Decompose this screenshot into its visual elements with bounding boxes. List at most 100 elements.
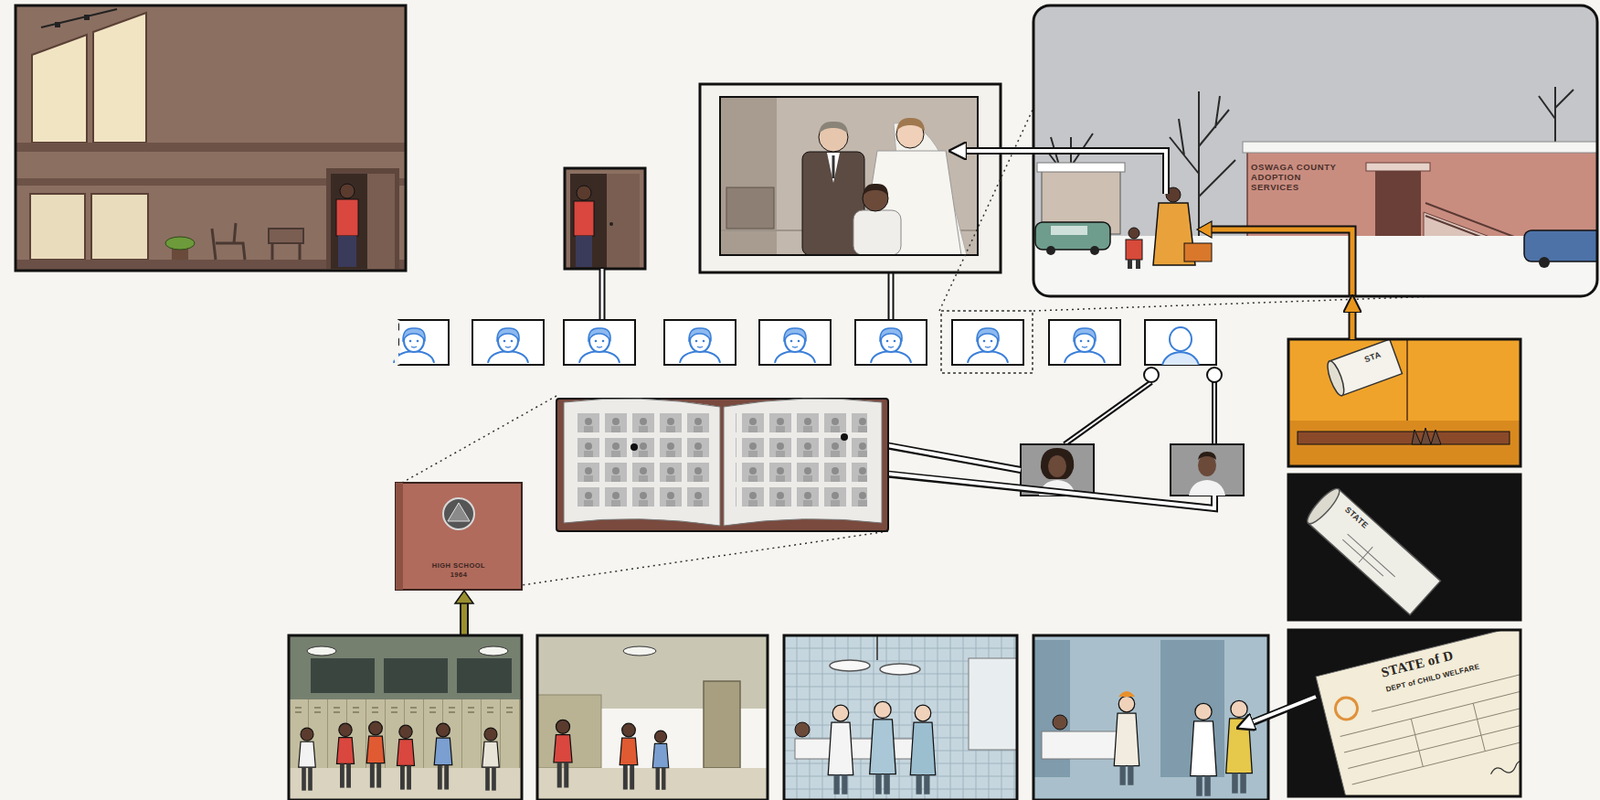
figure-shirt xyxy=(573,201,594,236)
panel-border xyxy=(1288,339,1521,467)
wheel xyxy=(1046,245,1056,255)
paper-roll xyxy=(1324,339,1402,398)
sofa xyxy=(726,187,774,229)
upper-wall xyxy=(288,635,522,700)
connector-outline xyxy=(1348,305,1357,340)
thumbnail xyxy=(855,319,927,365)
photo-mat xyxy=(699,84,1001,273)
certificate-sheet xyxy=(1315,629,1521,796)
pointer-band xyxy=(459,601,469,636)
dark-ground xyxy=(1288,474,1521,620)
thumbnail xyxy=(1144,319,1217,365)
child-leg xyxy=(1127,259,1133,269)
ledge xyxy=(1297,431,1510,445)
face-sketch xyxy=(1064,328,1105,363)
pointer-band xyxy=(950,150,1166,194)
connector-line xyxy=(1350,296,1356,340)
black-panel xyxy=(1288,474,1521,620)
surgical-lamp xyxy=(829,659,870,671)
ceiling-light xyxy=(623,646,657,656)
surgical-lamp xyxy=(879,663,921,675)
pointer-head xyxy=(1197,221,1212,238)
panel-border xyxy=(288,635,522,800)
shirt xyxy=(826,152,840,183)
leader-line xyxy=(521,530,889,585)
photo-backdrop xyxy=(720,96,978,255)
door-frame xyxy=(326,168,400,269)
student xyxy=(336,722,354,787)
panel-border xyxy=(564,168,646,269)
face-sketch xyxy=(579,328,620,363)
figure-shirt xyxy=(336,199,359,236)
figure-legs xyxy=(575,235,593,267)
thumbnail xyxy=(472,319,544,365)
portrait-face xyxy=(1048,455,1067,477)
orange-panel: STA xyxy=(1288,339,1521,467)
portrait-frame xyxy=(1170,444,1244,496)
groom-hair xyxy=(818,121,848,134)
school-emblem xyxy=(443,498,475,530)
link-line xyxy=(888,272,895,320)
chair xyxy=(211,222,245,260)
door-canopy xyxy=(1366,162,1431,171)
wedding-photo xyxy=(699,84,1001,273)
hand xyxy=(1411,427,1442,445)
child-head xyxy=(1128,227,1140,239)
photo-border xyxy=(720,96,978,255)
thumbnail xyxy=(952,319,1024,365)
face-sketch xyxy=(774,328,816,363)
link-line xyxy=(1213,381,1216,445)
suitcase xyxy=(1184,243,1212,262)
student xyxy=(298,727,317,791)
nurse xyxy=(1113,695,1140,785)
photo-marker xyxy=(630,443,638,451)
student xyxy=(482,727,500,791)
thumbnail xyxy=(563,319,636,365)
pointer-head xyxy=(455,590,474,604)
black-panel: STATE xyxy=(1288,474,1521,620)
box-edge xyxy=(1406,339,1409,421)
ceiling-light xyxy=(307,646,337,656)
building-door xyxy=(1375,169,1421,247)
ward-panel xyxy=(1033,635,1269,800)
student xyxy=(619,722,638,789)
student xyxy=(396,724,414,789)
pointer-band xyxy=(957,150,1166,194)
book-cover xyxy=(556,398,889,531)
car-window xyxy=(1050,225,1088,235)
surgeon xyxy=(869,700,897,794)
room-wall xyxy=(15,5,406,271)
certificate xyxy=(1315,629,1521,796)
operating-table xyxy=(794,738,914,759)
link-line xyxy=(890,272,893,320)
tie xyxy=(832,155,836,179)
yearbook-cover: HIGH SCHOOL 1964 xyxy=(395,482,522,590)
lower-window xyxy=(30,193,85,260)
mother xyxy=(1226,699,1253,793)
paper-roll xyxy=(1303,484,1441,615)
tiled-wall xyxy=(784,635,1018,800)
figure-head xyxy=(576,185,592,201)
door-leaf xyxy=(606,173,640,269)
document-panel xyxy=(1288,629,1521,796)
child-coat xyxy=(1125,239,1143,260)
student xyxy=(652,730,669,790)
chair-leg xyxy=(272,243,300,260)
form-lines xyxy=(1335,673,1521,785)
photo-grid xyxy=(735,413,868,509)
student xyxy=(434,722,453,789)
orange-ground xyxy=(1288,339,1521,467)
open-book xyxy=(556,398,889,531)
leader-line xyxy=(402,395,557,483)
nurse xyxy=(910,704,936,795)
child-leg xyxy=(1135,259,1141,269)
chair xyxy=(268,228,304,244)
lamp xyxy=(54,21,61,28)
junction-dot xyxy=(1144,367,1159,382)
baby-blanket xyxy=(1162,351,1199,365)
figure-legs xyxy=(338,235,357,267)
torn-edge xyxy=(393,319,400,365)
lower-window xyxy=(91,193,149,260)
